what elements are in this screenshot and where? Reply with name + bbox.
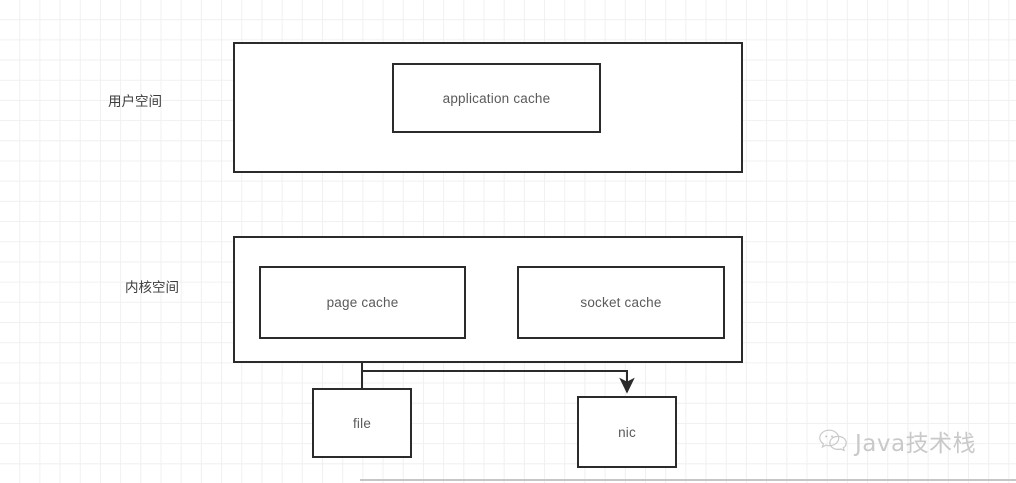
connector-file-to-nic [362, 370, 635, 394]
socket-cache-node[interactable]: socket cache [517, 266, 725, 339]
application-cache-node[interactable]: application cache [392, 63, 601, 133]
file-label: file [352, 415, 372, 431]
kernel-space-label: 内核空间 [125, 280, 179, 296]
page-cache-label: page cache [326, 295, 399, 310]
nic-node[interactable]: nic [577, 396, 677, 468]
application-cache-label: application cache [442, 90, 551, 106]
socket-cache-label: socket cache [580, 295, 662, 310]
file-node[interactable]: file [312, 388, 412, 458]
page-cache-node[interactable]: page cache [259, 266, 466, 339]
bottom-divider [360, 479, 1016, 481]
user-space-label: 用户空间 [108, 94, 162, 110]
nic-label: nic [618, 424, 636, 440]
